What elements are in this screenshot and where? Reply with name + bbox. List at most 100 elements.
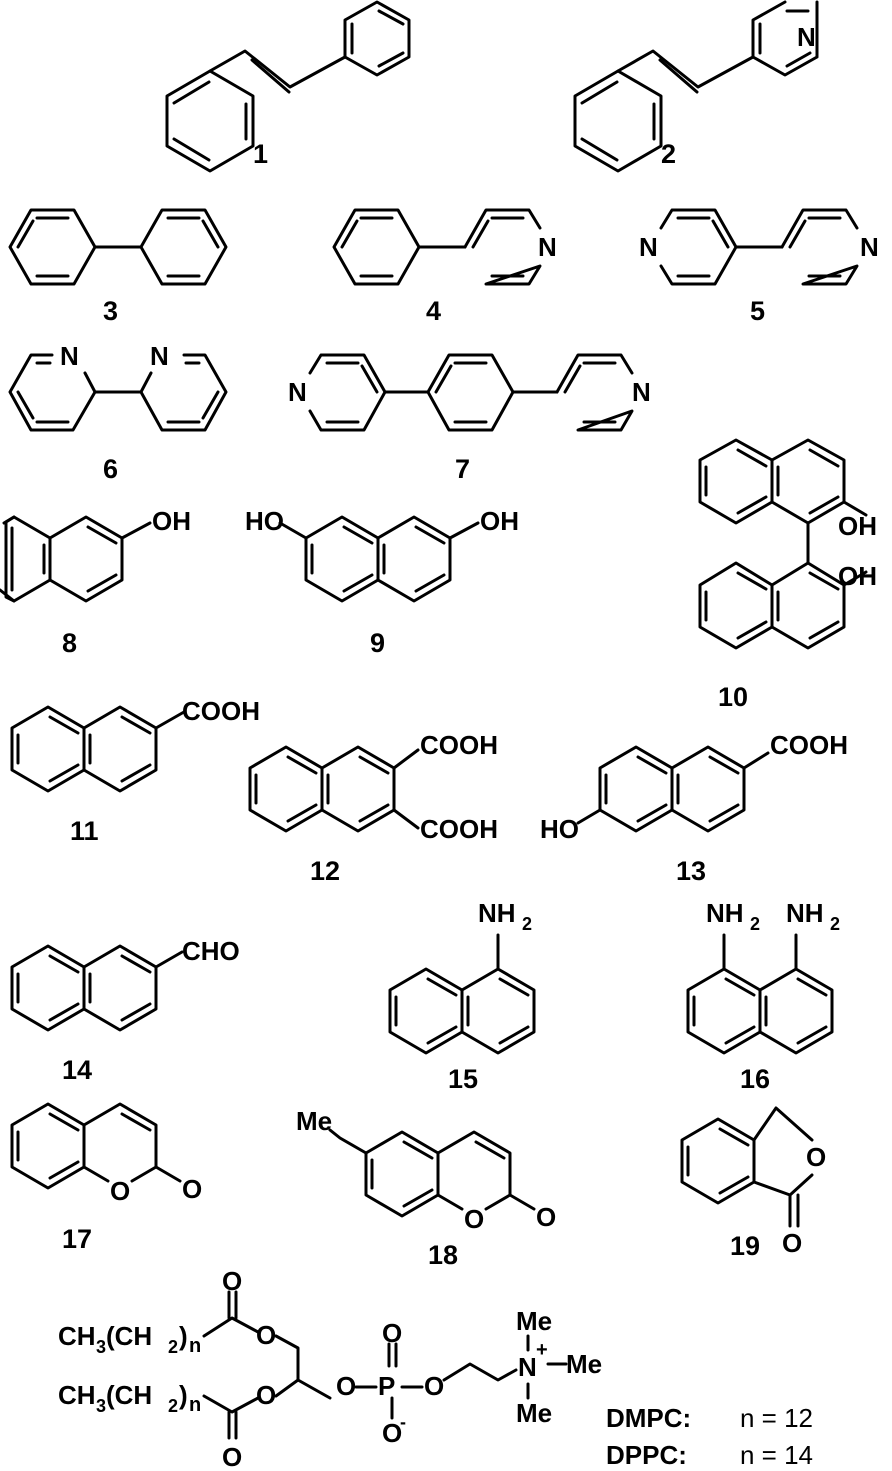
atom-label: N	[538, 232, 557, 262]
compound-number: 19	[730, 1231, 760, 1261]
atom-label: HO	[245, 506, 284, 536]
atom-label: COOH	[420, 814, 498, 844]
atom-label: Me	[516, 1398, 552, 1428]
atom-label: NH	[786, 898, 824, 928]
atom-label: COOH	[420, 730, 498, 760]
atom-label: NH	[478, 898, 516, 928]
atom-label: O	[110, 1176, 130, 1206]
structure-3: 3	[8, 208, 228, 326]
structure-18: Me O O 18	[296, 1106, 556, 1270]
legend-value-dppc: n = 14	[740, 1440, 813, 1470]
atom-subscript: 2	[750, 914, 760, 934]
atom-label: (CH	[106, 1321, 152, 1351]
structure-15: NH 2 15	[388, 898, 536, 1094]
atom-label: O	[536, 1202, 556, 1232]
atom-label: CH	[58, 1321, 96, 1351]
legend-name-dmpc: DMPC:	[606, 1403, 691, 1433]
atom-subscript: 2	[830, 914, 840, 934]
atom-label: O	[222, 1266, 242, 1296]
atom-label: OH	[838, 511, 877, 541]
structure-6: N N 6	[8, 341, 228, 484]
legend-name-dppc: DPPC:	[606, 1440, 687, 1470]
structure-4: N 4	[332, 208, 557, 326]
structure-19: O O 19	[680, 1106, 826, 1261]
atom-label: O	[782, 1228, 802, 1258]
atom-label: O	[424, 1371, 444, 1401]
atom-subscript: 3	[96, 1337, 106, 1357]
atom-label: N	[150, 341, 169, 371]
structure-17: O O 17	[10, 1102, 202, 1254]
atom-subscript: 2	[522, 914, 532, 934]
atom-label: HO	[540, 814, 579, 844]
atom-label: P	[378, 1371, 395, 1401]
atom-label: O	[806, 1142, 826, 1172]
compound-number: 4	[426, 296, 441, 326]
structure-13: HO COOH 13	[540, 730, 848, 886]
atom-label: OH	[838, 561, 877, 591]
atom-label: OH	[480, 506, 519, 536]
structure-7: N N 7	[288, 353, 651, 484]
compound-number: 17	[62, 1224, 92, 1254]
atom-label: O	[256, 1380, 276, 1410]
atom-label: N	[639, 232, 658, 262]
atom-label: O	[336, 1371, 356, 1401]
atom-subscript: n	[189, 1335, 201, 1357]
structure-5: N N 5	[639, 208, 879, 326]
structure-11: COOH 11	[10, 696, 260, 846]
compound-number: 18	[428, 1240, 458, 1270]
atom-subscript: 2	[168, 1396, 178, 1416]
atom-label: N	[632, 377, 651, 407]
atom-label: N	[60, 341, 79, 371]
atom-label: )	[179, 1380, 188, 1410]
atom-label: N	[797, 22, 816, 52]
atom-label: COOH	[770, 730, 848, 760]
atom-subscript: n	[189, 1394, 201, 1416]
atom-label: O	[222, 1442, 242, 1471]
compound-number: 12	[310, 856, 340, 886]
compound-number: 13	[676, 856, 706, 886]
atom-label: )	[179, 1321, 188, 1351]
structure-8: OH 8	[0, 506, 191, 658]
atom-label: CHO	[182, 936, 240, 966]
compound-number: 6	[103, 454, 118, 484]
legend-value-dmpc: n = 12	[740, 1403, 813, 1433]
compound-number: 8	[62, 628, 77, 658]
structure-10: OH OH OH 10	[698, 438, 877, 712]
atom-label: N	[518, 1352, 537, 1382]
atom-label: Me	[516, 1306, 552, 1336]
compound-number: 14	[62, 1055, 92, 1085]
charge-plus: +	[536, 1339, 548, 1361]
atom-label: O	[182, 1174, 202, 1204]
atom-label: COOH	[182, 696, 260, 726]
structure-14: CHO 14	[10, 936, 240, 1085]
phosphatidylcholine-structure: CH 3 (CH 2 ) n O O CH 3 (CH 2 ) n O O O …	[58, 1266, 602, 1471]
atom-label: N	[860, 232, 879, 262]
compound-number: 7	[455, 454, 470, 484]
atom-subscript: 2	[168, 1337, 178, 1357]
compound-number: 3	[103, 296, 118, 326]
compound-number: 5	[750, 296, 765, 326]
structure-9: HO OH 9	[245, 506, 519, 658]
structure-12: COOH COOH 12	[248, 730, 498, 886]
charge-minus: -	[400, 1412, 406, 1432]
compound-number: 10	[718, 682, 748, 712]
structure-2: N 2	[573, 0, 819, 173]
atom-label: Me	[296, 1106, 332, 1136]
atom-label: O	[382, 1418, 402, 1448]
compound-number: 1	[253, 139, 268, 169]
atom-label: (CH	[106, 1380, 152, 1410]
structure-16: NH 2 NH 2 16	[686, 898, 840, 1094]
atom-label: CH	[58, 1380, 96, 1410]
atom-label: OH	[152, 506, 191, 536]
atom-label: N	[288, 377, 307, 407]
atom-subscript: 3	[96, 1396, 106, 1416]
atom-label: NH	[706, 898, 744, 928]
compound-number: 15	[448, 1064, 478, 1094]
compound-number: 11	[70, 816, 99, 846]
compound-number: 9	[370, 628, 385, 658]
compound-number: 16	[740, 1064, 770, 1094]
compound-number: 2	[661, 139, 676, 169]
atom-label: O	[464, 1204, 484, 1234]
lipid-legend: DMPC: n = 12 DPPC: n = 14	[606, 1403, 813, 1470]
